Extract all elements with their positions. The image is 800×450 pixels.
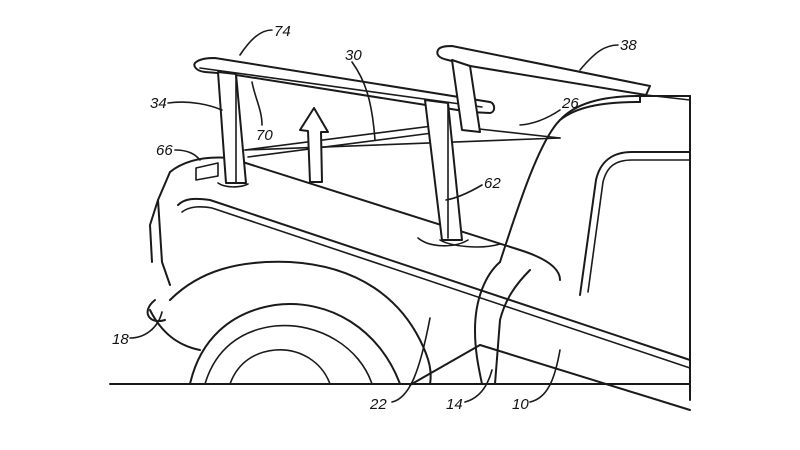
rack-rear-38 [436, 45, 691, 133]
label-14: 14 [446, 396, 463, 413]
wheel-well [169, 260, 432, 385]
rear-crossbar [244, 124, 441, 158]
reference-numerals: 74 38 30 34 70 26 66 62 18 22 14 10 [112, 23, 637, 413]
label-70: 70 [256, 127, 273, 144]
rack-front-74 [193, 57, 501, 248]
label-66: 66 [156, 142, 173, 159]
label-22: 22 [369, 396, 387, 413]
up-arrow-icon [299, 107, 329, 183]
label-62: 62 [484, 175, 501, 192]
label-26: 26 [561, 95, 579, 112]
label-10: 10 [512, 396, 529, 413]
label-30: 30 [345, 47, 362, 64]
label-38: 38 [620, 37, 637, 54]
truck-bed-body [109, 95, 691, 411]
label-74: 74 [274, 23, 291, 40]
truck-cab [499, 95, 691, 296]
label-34: 34 [150, 95, 167, 112]
label-18: 18 [112, 331, 129, 348]
leader-lines [129, 29, 619, 403]
